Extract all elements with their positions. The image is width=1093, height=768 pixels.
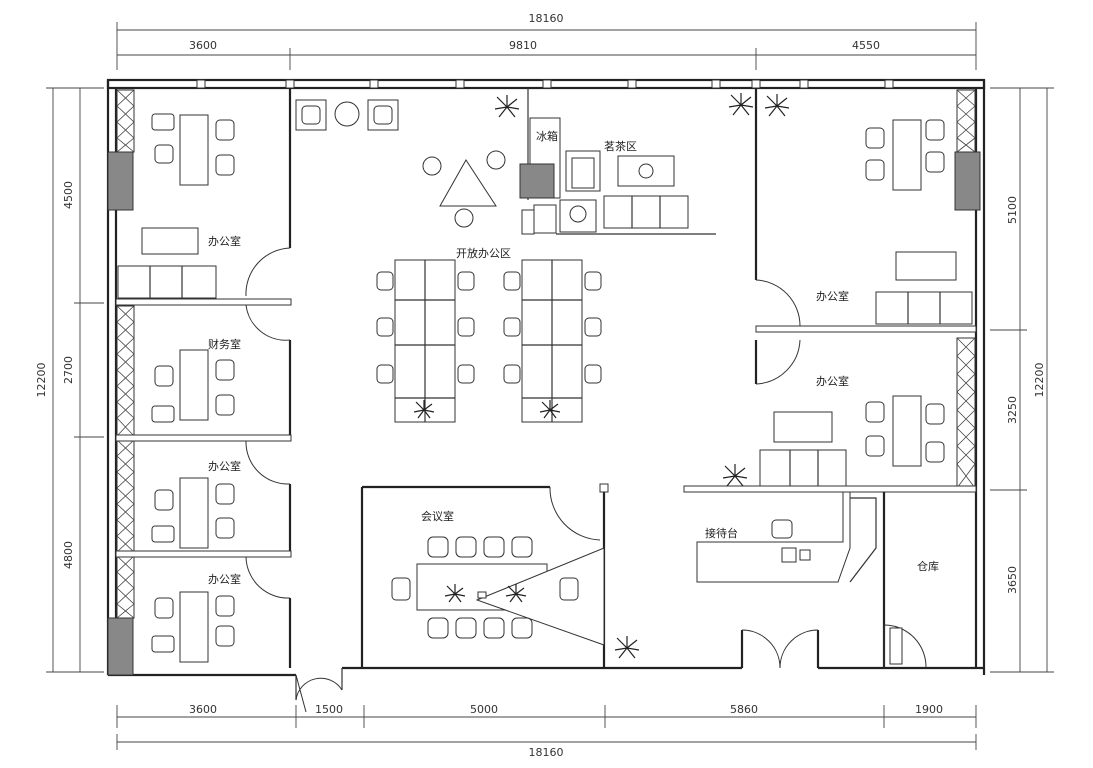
office-top-right-furniture — [865, 119, 973, 325]
open-office-desks-left — [376, 259, 475, 423]
label-office-top-right: 办公室 — [816, 289, 849, 303]
dim-top-seg-3: 4550 — [852, 39, 880, 52]
label-fridge: 冰箱 — [536, 129, 558, 143]
label-meeting-room: 会议室 — [421, 509, 454, 523]
plant-icon — [494, 95, 520, 118]
open-office-desks-right — [503, 259, 602, 423]
plant-icon — [539, 400, 561, 419]
window-markers — [196, 79, 894, 89]
dim-right-seg-2: 3250 — [1006, 396, 1019, 424]
label-office-bottom-left: 办公室 — [208, 572, 241, 586]
label-office-mid-right: 办公室 — [816, 374, 849, 388]
label-tea-area: 茗茶区 — [604, 140, 637, 153]
office-mid-left-furniture — [151, 477, 235, 549]
plant-icon — [722, 464, 748, 487]
dim-bottom-total: 18160 — [529, 746, 564, 759]
dim-left-seg-3: 4800 — [62, 541, 75, 569]
dim-bottom-seg-3: 5000 — [470, 703, 498, 716]
dim-top-seg-1: 3600 — [189, 39, 217, 52]
plant-icon — [728, 93, 754, 116]
dim-bottom-seg-5: 1900 — [915, 703, 943, 716]
dim-bottom-seg-1: 3600 — [189, 703, 217, 716]
dim-left-total: 12200 — [35, 363, 48, 398]
dim-right-seg-1: 5100 — [1006, 196, 1019, 224]
label-storage: 仓库 — [917, 559, 939, 573]
label-office-mid-left: 办公室 — [208, 459, 241, 473]
dim-left-seg-2: 2700 — [62, 356, 75, 384]
label-office-top-left: 办公室 — [208, 234, 241, 248]
office-mid-right-furniture — [759, 395, 945, 487]
office-top-left-furniture — [117, 113, 235, 299]
plant-icon — [614, 636, 640, 659]
reception-desk — [696, 491, 877, 583]
finance-room-furniture — [151, 349, 235, 423]
entrance-doors — [740, 629, 820, 669]
dim-top-total: 18160 — [529, 12, 564, 25]
window-bays — [116, 89, 976, 619]
right-office-walls — [683, 88, 977, 669]
plant-icons — [413, 93, 790, 659]
tea-area — [519, 88, 716, 235]
left-dimensions: 12200 4500 2700 4800 — [35, 87, 104, 673]
dim-top-seg-2: 9810 — [509, 39, 537, 52]
dim-bottom-seg-2: 1500 — [315, 703, 343, 716]
columns — [107, 151, 981, 676]
plant-icon — [764, 94, 790, 117]
label-open-office: 开放办公区 — [456, 246, 511, 260]
dim-right-seg-3: 3650 — [1006, 566, 1019, 594]
plant-icon — [413, 400, 435, 419]
dim-bottom-seg-4: 5860 — [730, 703, 758, 716]
top-dimensions: 18160 3600 9810 4550 — [116, 12, 977, 70]
plant-icon — [444, 584, 466, 603]
label-finance-room: 财务室 — [208, 337, 241, 351]
right-dimensions: 12200 5100 3250 3650 — [990, 87, 1054, 673]
office-bottom-left-furniture — [151, 591, 235, 663]
dim-right-total: 12200 — [1033, 363, 1046, 398]
dim-left-seg-1: 4500 — [62, 181, 75, 209]
left-office-walls — [115, 88, 343, 713]
lounge-area — [295, 99, 506, 228]
bottom-dimensions: 3600 1500 5000 5860 1900 18160 — [116, 703, 977, 759]
plant-icon — [505, 584, 527, 603]
meeting-table — [391, 536, 605, 646]
room-labels: 办公室 财务室 办公室 办公室 冰箱 茗茶区 开放办公区 办公室 办公室 会议室… — [208, 129, 939, 586]
label-reception: 接待台 — [705, 526, 738, 540]
